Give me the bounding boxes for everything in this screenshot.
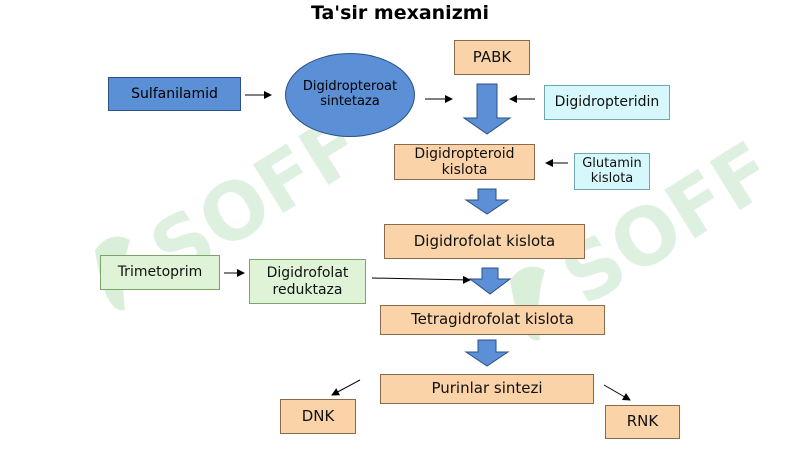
node-pteroid-line1: Digidropteroid bbox=[414, 145, 515, 162]
node-rnk: RNK bbox=[605, 405, 680, 439]
node-rnk-label: RNK bbox=[626, 412, 659, 431]
node-pteroid-line2: kislota bbox=[441, 162, 488, 178]
node-purinlar-sintezi: Purinlar sintezi bbox=[380, 374, 594, 404]
node-digidropteroid-kislota: Digidropteroid kislota bbox=[394, 144, 535, 180]
block-arrow-tetragidrofolat-to-purinlar bbox=[464, 339, 510, 367]
node-glutamin-line2: kislota bbox=[590, 170, 634, 186]
node-tetragidrofolat-kislota: Tetragidrofolat kislota bbox=[380, 305, 605, 335]
node-trimetoprim: Trimetoprim bbox=[100, 255, 220, 290]
block-arrow-pteroid-to-digidrofolat bbox=[464, 188, 510, 215]
node-sulfanilamid-label: Sulfanilamid bbox=[131, 85, 218, 102]
node-trimetoprim-label: Trimetoprim bbox=[117, 264, 203, 281]
arrow-reduktaza-to-pathway bbox=[371, 275, 471, 284]
node-digidropteridin-label: Digidropteridin bbox=[554, 94, 660, 111]
node-sintetaza-line2: sintetaza bbox=[320, 94, 380, 109]
node-digidrofolat-reduktaza: Digidrofolat reduktaza bbox=[249, 259, 366, 304]
node-digidropteroat-sintetaza: Digidropteroat sintetaza bbox=[285, 53, 415, 137]
block-arrow-digidrofolat-to-tetragidrofolat bbox=[468, 267, 512, 295]
node-digidrofolat-label: Digidrofolat kislota bbox=[413, 231, 556, 250]
node-dnk: DNK bbox=[280, 399, 356, 434]
arrow-purinlar-to-dnk bbox=[331, 379, 361, 396]
node-pabk: PABK bbox=[454, 40, 530, 75]
node-tetragidrofolat-label: Tetragidrofolat kislota bbox=[411, 310, 574, 329]
node-glutamin-kislota: Glutamin kislota bbox=[574, 153, 650, 190]
diagram-title: Ta'sir mexanizmi bbox=[310, 2, 490, 24]
node-sulfanilamid: Sulfanilamid bbox=[108, 77, 241, 111]
node-digidrofolat-kislota: Digidrofolat kislota bbox=[384, 224, 585, 259]
node-purinlar-label: Purinlar sintezi bbox=[431, 379, 543, 398]
node-digidropteridin: Digidropteridin bbox=[544, 85, 670, 120]
block-arrow-pabk-to-pteroid bbox=[462, 83, 512, 135]
arrow-purinlar-to-rnk bbox=[603, 384, 631, 401]
node-pabk-label: PABK bbox=[472, 47, 512, 66]
node-glutamin-line1: Glutamin bbox=[582, 155, 642, 171]
node-reduktaza-line2: reduktaza bbox=[272, 281, 343, 298]
node-dnk-label: DNK bbox=[301, 406, 335, 425]
node-sintetaza-line1: Digidropteroat bbox=[302, 79, 398, 95]
node-reduktaza-line1: Digidrofolat bbox=[266, 265, 349, 282]
